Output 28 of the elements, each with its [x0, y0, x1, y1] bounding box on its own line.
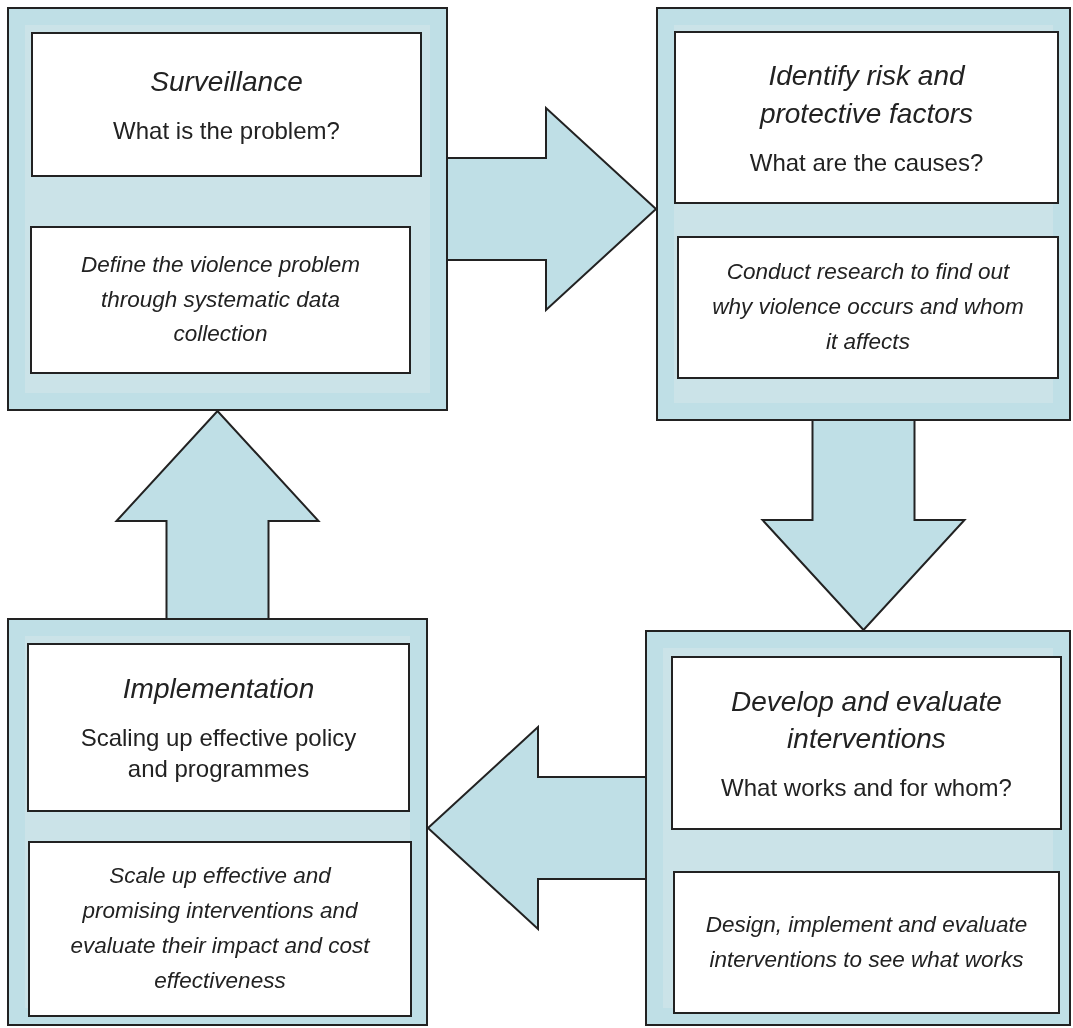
stage-panel	[656, 7, 1071, 421]
step-description: Define the violence problem through systematic data collection	[80, 250, 361, 349]
step-description: Scale up effective and promising interventions and evaluate their impact and cost effectiveness	[69, 862, 372, 995]
text-card	[677, 236, 1059, 379]
text-card	[671, 656, 1062, 830]
step-question: What are the causes?	[749, 147, 984, 178]
step-description: Design, implement and evaluate interventions to see what works	[705, 910, 1028, 974]
stage-panel	[7, 618, 428, 1026]
block-arrow	[447, 105, 658, 313]
stage-panel	[7, 7, 448, 411]
step-question: Scaling up effective policy and programmes	[79, 723, 358, 785]
step-question: What works and for whom?	[721, 773, 1012, 804]
step-title: Surveillance	[150, 65, 303, 99]
step-title: Develop and evaluate interventions	[730, 684, 1003, 757]
stage-panel	[645, 630, 1071, 1026]
text-card	[674, 31, 1059, 204]
text-card	[673, 871, 1060, 1014]
step-title: Identify risk and protective factors	[758, 59, 975, 131]
block-arrow	[114, 409, 321, 619]
step-description: Conduct research to find out why violence occurs and whom it affects	[711, 258, 1025, 356]
step-question: What is the problem?	[113, 115, 340, 146]
text-card	[31, 32, 422, 177]
text-card	[30, 226, 411, 374]
block-arrow	[760, 420, 967, 632]
block-arrow	[426, 724, 646, 932]
text-card	[28, 841, 412, 1017]
text-card	[27, 643, 410, 812]
step-title: Implementation	[122, 672, 315, 707]
